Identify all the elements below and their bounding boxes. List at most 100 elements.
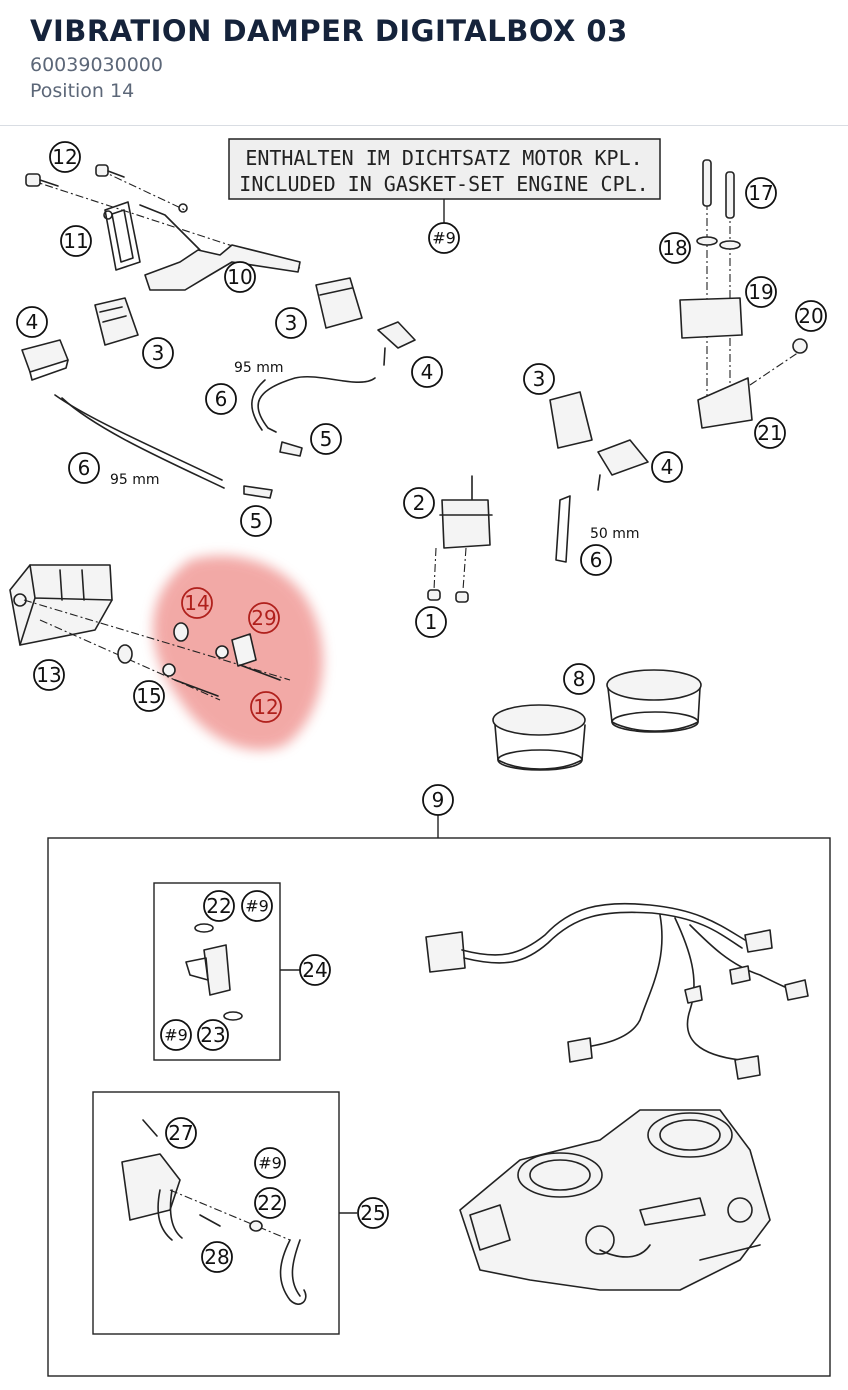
callout-19[interactable]: 19: [745, 276, 777, 308]
callout-13[interactable]: 13: [33, 659, 65, 691]
svg-text:6: 6: [590, 548, 603, 572]
callout-22-injector[interactable]: 22: [203, 890, 235, 922]
svg-text:9: 9: [432, 788, 445, 812]
svg-text:12: 12: [52, 145, 77, 169]
svg-text:22: 22: [206, 894, 231, 918]
svg-text:20: 20: [798, 304, 823, 328]
throttle-body: [459, 1109, 771, 1291]
page-header: VIBRATION DAMPER DIGITALBOX 03 600390300…: [0, 0, 848, 126]
exploded-parts-diagram: ENTHALTEN IM DICHTSATZ MOTOR KPL. INCLUD…: [9, 138, 831, 1377]
part-number: 60039030000: [30, 54, 163, 76]
connector-left: [21, 297, 273, 499]
callout-21[interactable]: 21: [754, 417, 786, 449]
svg-text:11: 11: [63, 229, 88, 253]
svg-text:4: 4: [26, 310, 39, 334]
callout-29-highlighted[interactable]: 29: [248, 602, 280, 634]
callout-ref-9-injector-top[interactable]: #9: [241, 890, 273, 922]
hose-length-b: 95 mm: [110, 472, 160, 488]
svg-text:3: 3: [533, 367, 546, 391]
callout-ref-9-note[interactable]: #9: [428, 222, 460, 254]
callout-28[interactable]: 28: [201, 1241, 233, 1273]
callout-ref-9-solenoid[interactable]: #9: [254, 1147, 286, 1179]
svg-text:24: 24: [302, 958, 327, 982]
wiring-harness: [425, 902, 809, 1080]
bracket-right: [679, 159, 808, 429]
svg-text:#9: #9: [432, 229, 456, 248]
kit-box: [47, 815, 831, 1377]
svg-text:12: 12: [253, 695, 278, 719]
svg-text:21: 21: [757, 421, 782, 445]
callout-18[interactable]: 18: [659, 232, 691, 264]
callout-10[interactable]: 10: [224, 261, 256, 293]
svg-text:4: 4: [661, 455, 674, 479]
callout-20[interactable]: 20: [795, 300, 827, 332]
bracket-assembly: [25, 164, 301, 291]
callout-4-right[interactable]: 4: [651, 451, 683, 483]
position-label: Position 14: [30, 80, 135, 102]
svg-text:15: 15: [136, 684, 161, 708]
svg-text:2: 2: [413, 491, 426, 515]
svg-text:13: 13: [36, 663, 61, 687]
callout-22-solenoid[interactable]: 22: [254, 1187, 286, 1219]
callout-8[interactable]: 8: [563, 663, 595, 695]
svg-text:28: 28: [204, 1245, 229, 1269]
callout-24[interactable]: 24: [299, 954, 331, 986]
svg-text:17: 17: [748, 181, 773, 205]
page-title: VIBRATION DAMPER DIGITALBOX 03: [30, 14, 628, 48]
callout-ref-9-injector-bottom[interactable]: #9: [160, 1019, 192, 1051]
callout-5-left[interactable]: 5: [240, 505, 272, 537]
callout-14-highlighted[interactable]: 14: [181, 587, 213, 619]
svg-text:5: 5: [320, 427, 333, 451]
callout-27[interactable]: 27: [165, 1117, 197, 1149]
note-line-1: ENTHALTEN IM DICHTSATZ MOTOR KPL.: [245, 146, 642, 170]
callout-6-left[interactable]: 6: [68, 452, 100, 484]
callout-25[interactable]: 25: [357, 1197, 389, 1229]
svg-text:27: 27: [168, 1121, 193, 1145]
svg-text:10: 10: [227, 265, 252, 289]
intake-boots: [492, 669, 702, 771]
callout-1[interactable]: 1: [415, 606, 447, 638]
callout-23[interactable]: 23: [197, 1019, 229, 1051]
digitalbox-assembly: [9, 564, 291, 701]
callout-6-center[interactable]: 6: [205, 383, 237, 415]
sensor-center: [251, 277, 416, 457]
hose-length-c: 50 mm: [590, 526, 640, 542]
callout-3-right[interactable]: 3: [523, 363, 555, 395]
svg-text:19: 19: [748, 280, 773, 304]
svg-text:14: 14: [184, 591, 209, 615]
svg-text:3: 3: [285, 311, 298, 335]
callout-3-center[interactable]: 3: [275, 307, 307, 339]
throttle-sensor: [427, 475, 493, 603]
svg-text:6: 6: [215, 387, 228, 411]
injector: [185, 923, 243, 1021]
svg-text:22: 22: [257, 1191, 282, 1215]
callout-4-center[interactable]: 4: [411, 356, 443, 388]
svg-text:8: 8: [573, 667, 586, 691]
svg-text:25: 25: [360, 1201, 385, 1225]
callout-11[interactable]: 11: [60, 225, 92, 257]
sensor-right: [549, 391, 649, 563]
svg-text:#9: #9: [245, 897, 269, 916]
callout-15[interactable]: 15: [133, 680, 165, 712]
svg-text:4: 4: [421, 360, 434, 384]
callout-5-center[interactable]: 5: [310, 423, 342, 455]
gasket-set-note: ENTHALTEN IM DICHTSATZ MOTOR KPL. INCLUD…: [228, 138, 661, 224]
hose-length-a: 95 mm: [234, 360, 284, 376]
callout-12-highlighted[interactable]: 12: [250, 691, 282, 723]
svg-text:#9: #9: [164, 1026, 188, 1045]
svg-text:18: 18: [662, 236, 687, 260]
callout-12-top[interactable]: 12: [49, 141, 81, 173]
svg-text:5: 5: [250, 509, 263, 533]
callouts: #9 12 11 10 4 3 3 4 6 5 6 5 2 1 3 4 6 17…: [16, 141, 827, 1273]
svg-text:6: 6: [78, 456, 91, 480]
callout-6-right[interactable]: 6: [580, 544, 612, 576]
solenoid-assembly: [121, 1119, 307, 1305]
svg-text:#9: #9: [258, 1154, 282, 1173]
svg-text:1: 1: [425, 610, 438, 634]
callout-9[interactable]: 9: [422, 784, 454, 816]
svg-text:23: 23: [200, 1023, 225, 1047]
callout-4-left[interactable]: 4: [16, 306, 48, 338]
callout-3-left[interactable]: 3: [142, 337, 174, 369]
callout-2[interactable]: 2: [403, 487, 435, 519]
callout-17[interactable]: 17: [745, 177, 777, 209]
